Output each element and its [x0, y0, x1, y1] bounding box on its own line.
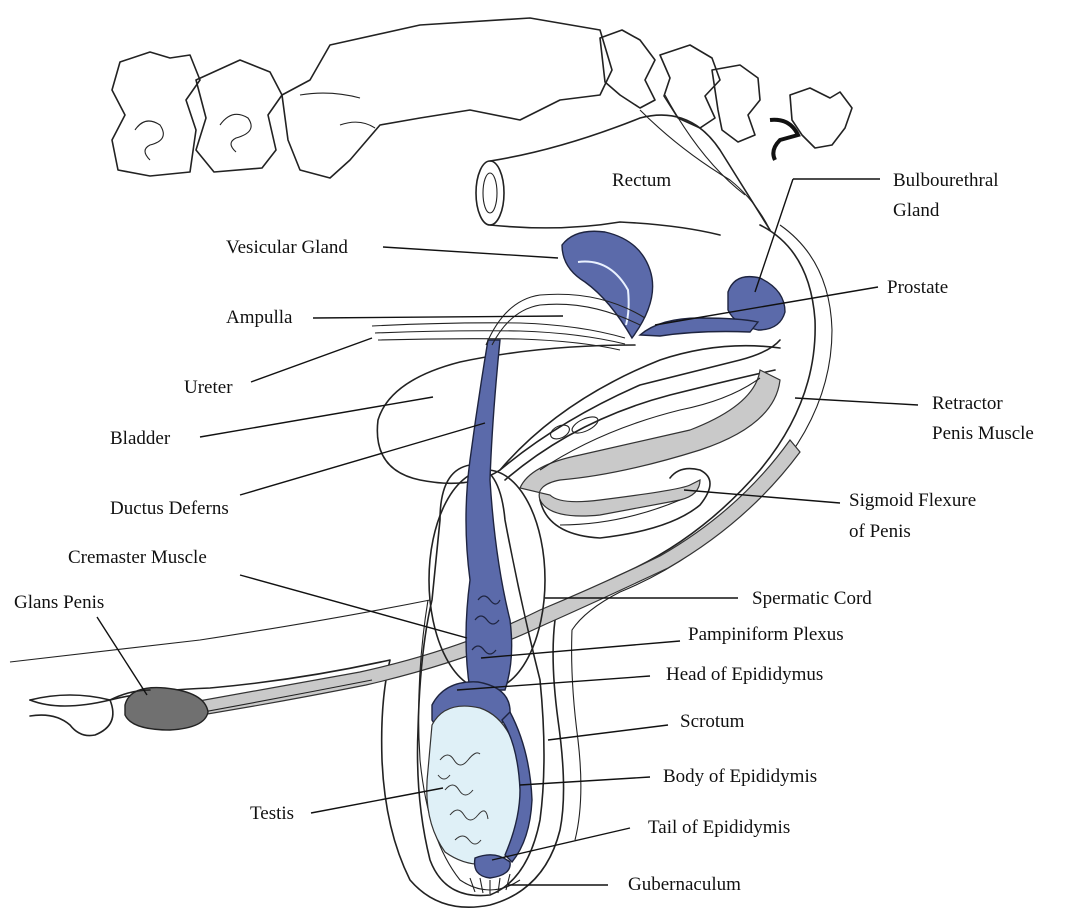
label-ureter: Ureter [184, 377, 233, 398]
label-retractor-penis-muscle-line1: Retractor [932, 393, 1003, 414]
label-ampulla: Ampulla [226, 307, 293, 328]
label-testis: Testis [250, 803, 294, 824]
label-tail-of-epididymis: Tail of Epididymis [648, 817, 790, 838]
label-bulbourethral-gland-line1: Bulbourethral [893, 170, 999, 191]
label-glans-penis: Glans Penis [14, 592, 104, 613]
prostate [640, 318, 758, 336]
label-scrotum: Scrotum [680, 711, 745, 732]
label-body-of-epididymis: Body of Epididymis [663, 766, 817, 787]
vesicular-gland [562, 231, 653, 338]
label-sigmoid-flexure-line1: Sigmoid Flexure [849, 490, 976, 511]
vertebral-column [112, 18, 852, 178]
label-pampiniform-plexus: Pampiniform Plexus [688, 624, 844, 645]
label-ductus-deferns: Ductus Deferns [110, 498, 229, 519]
label-bladder: Bladder [110, 428, 171, 449]
rectum [476, 95, 770, 235]
tail-of-epididymis [475, 855, 511, 878]
label-prostate: Prostate [887, 277, 948, 298]
label-retractor-penis-muscle-line2: Penis Muscle [932, 423, 1034, 444]
label-bulbourethral-gland-line2: Gland [893, 200, 940, 221]
label-rectum: Rectum [612, 170, 671, 191]
glans-penis [30, 688, 208, 736]
label-gubernaculum: Gubernaculum [628, 874, 741, 895]
label-sigmoid-flexure-line2: of Penis [849, 521, 911, 542]
label-vesicular-gland: Vesicular Gland [226, 237, 348, 258]
label-head-of-epididymus: Head of Epididymus [666, 664, 823, 685]
label-spermatic-cord: Spermatic Cord [752, 588, 872, 609]
label-cremaster-muscle: Cremaster Muscle [68, 547, 207, 568]
